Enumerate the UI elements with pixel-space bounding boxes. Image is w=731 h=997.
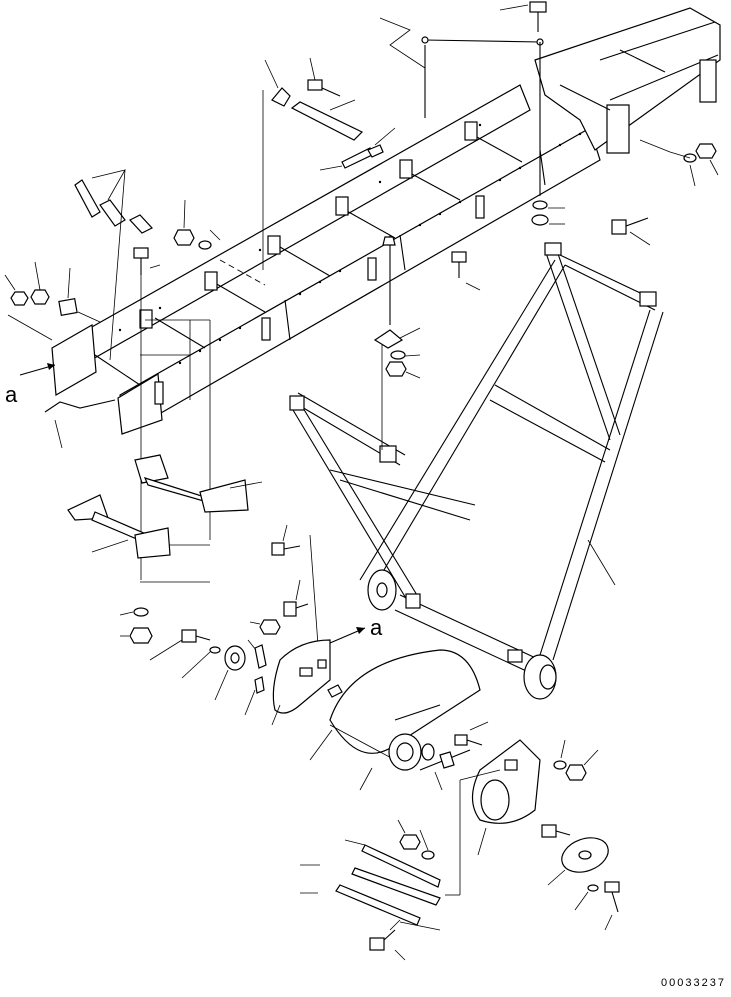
decal-label [58,267,101,323]
clip-small [327,684,343,698]
key-parts [244,639,267,716]
bolt-vertical-left [133,247,161,580]
bearing-flange [214,645,246,701]
frame-tail-plate-right [117,372,163,435]
washer-small [531,200,565,226]
bracket-clip [262,59,291,270]
leader-line [309,534,319,646]
pin-roller [290,99,364,141]
support-stand [289,242,664,700]
frame-rivets [118,123,582,365]
top-bolt [499,1,547,32]
support-bracket-lower [67,494,171,559]
frame-brackets [139,121,485,405]
hook-part [44,399,116,449]
side-plate-right [459,739,541,856]
bolt-right-lower [541,824,571,838]
washer-nut-bottom-left [119,607,153,644]
bolt-upper-mid [307,57,341,97]
reference-a-left: a [5,363,56,407]
mounting-pin-assembly [373,235,421,450]
nut-washer-scraper [397,819,435,860]
reference-a-right: a [329,615,383,644]
nut-washer-head-end [639,139,719,187]
bolt-bottom [369,919,441,961]
reference-letter-a-right: a [370,615,383,640]
nut-left-mid [173,199,221,250]
hidden-line [219,259,266,286]
bolt-mid [271,524,301,556]
bolt-nut-mid [249,579,309,635]
frame-head-section [534,7,721,151]
conveyor-frame [51,7,721,435]
bolt-left-lower [149,629,221,679]
drum-hardware [434,721,489,791]
drawing-number: 00033237 [661,977,726,989]
head-section-edge [599,21,716,61]
support-bracket-upper [134,454,263,513]
spring-pin [319,127,396,171]
frame-joint [284,299,291,341]
bolt-mid-frame [451,251,481,291]
nut-far-left [4,261,53,341]
washer-nut-right [553,739,599,781]
head-section-plate [699,59,717,103]
pulley-cover [547,837,609,886]
frame-tail-plate-left [51,324,97,396]
reference-letter-a-left: a [5,382,18,407]
drive-drum [359,704,471,791]
side-plate-left [271,639,331,726]
head-section-plate [606,104,630,154]
conveyor-belt [309,649,481,761]
rollers-left [74,169,153,361]
bolt-washer-bottom-right [574,881,620,931]
scraper-assembly [300,839,441,926]
frame-cross-members [94,49,666,386]
tie-rod [379,17,544,118]
bolt-head-end [611,217,651,246]
frame-joint [399,234,406,271]
frame-joint [539,149,546,186]
